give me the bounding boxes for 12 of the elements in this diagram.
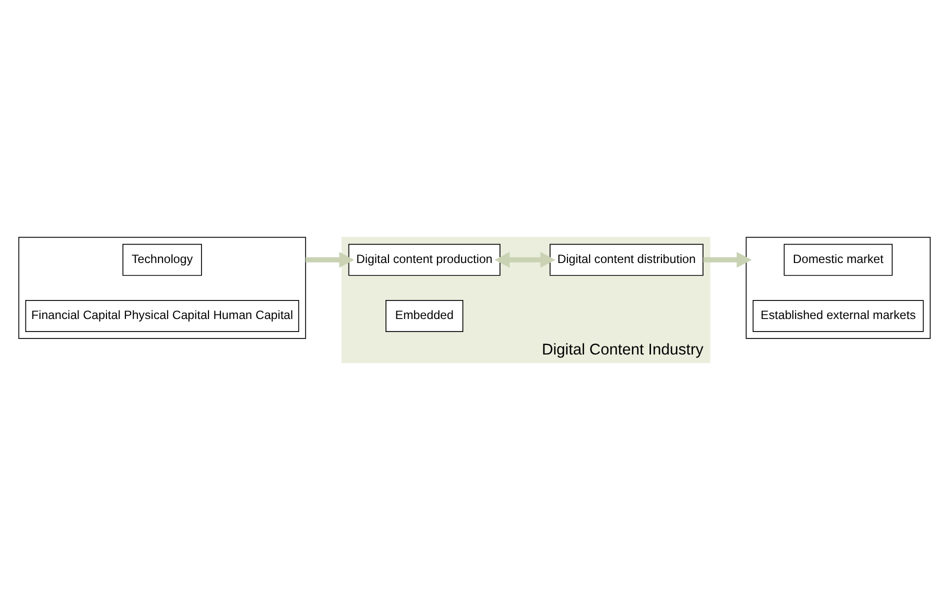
arrow: [494, 251, 556, 268]
node-box: Technology: [122, 243, 202, 276]
arrow: [306, 251, 354, 268]
arrow: [703, 251, 752, 268]
node-box: Embedded: [386, 300, 464, 332]
node-box: Financial Capital Physical Capital Human Capital: [25, 300, 300, 332]
node-box: Established external markets: [752, 300, 924, 332]
node-box: Digital content production: [348, 243, 500, 276]
node-box: Digital content distribution: [550, 243, 704, 276]
cluster: [746, 236, 931, 338]
cluster: [18, 236, 306, 338]
node-box: Domestic market: [784, 243, 893, 276]
